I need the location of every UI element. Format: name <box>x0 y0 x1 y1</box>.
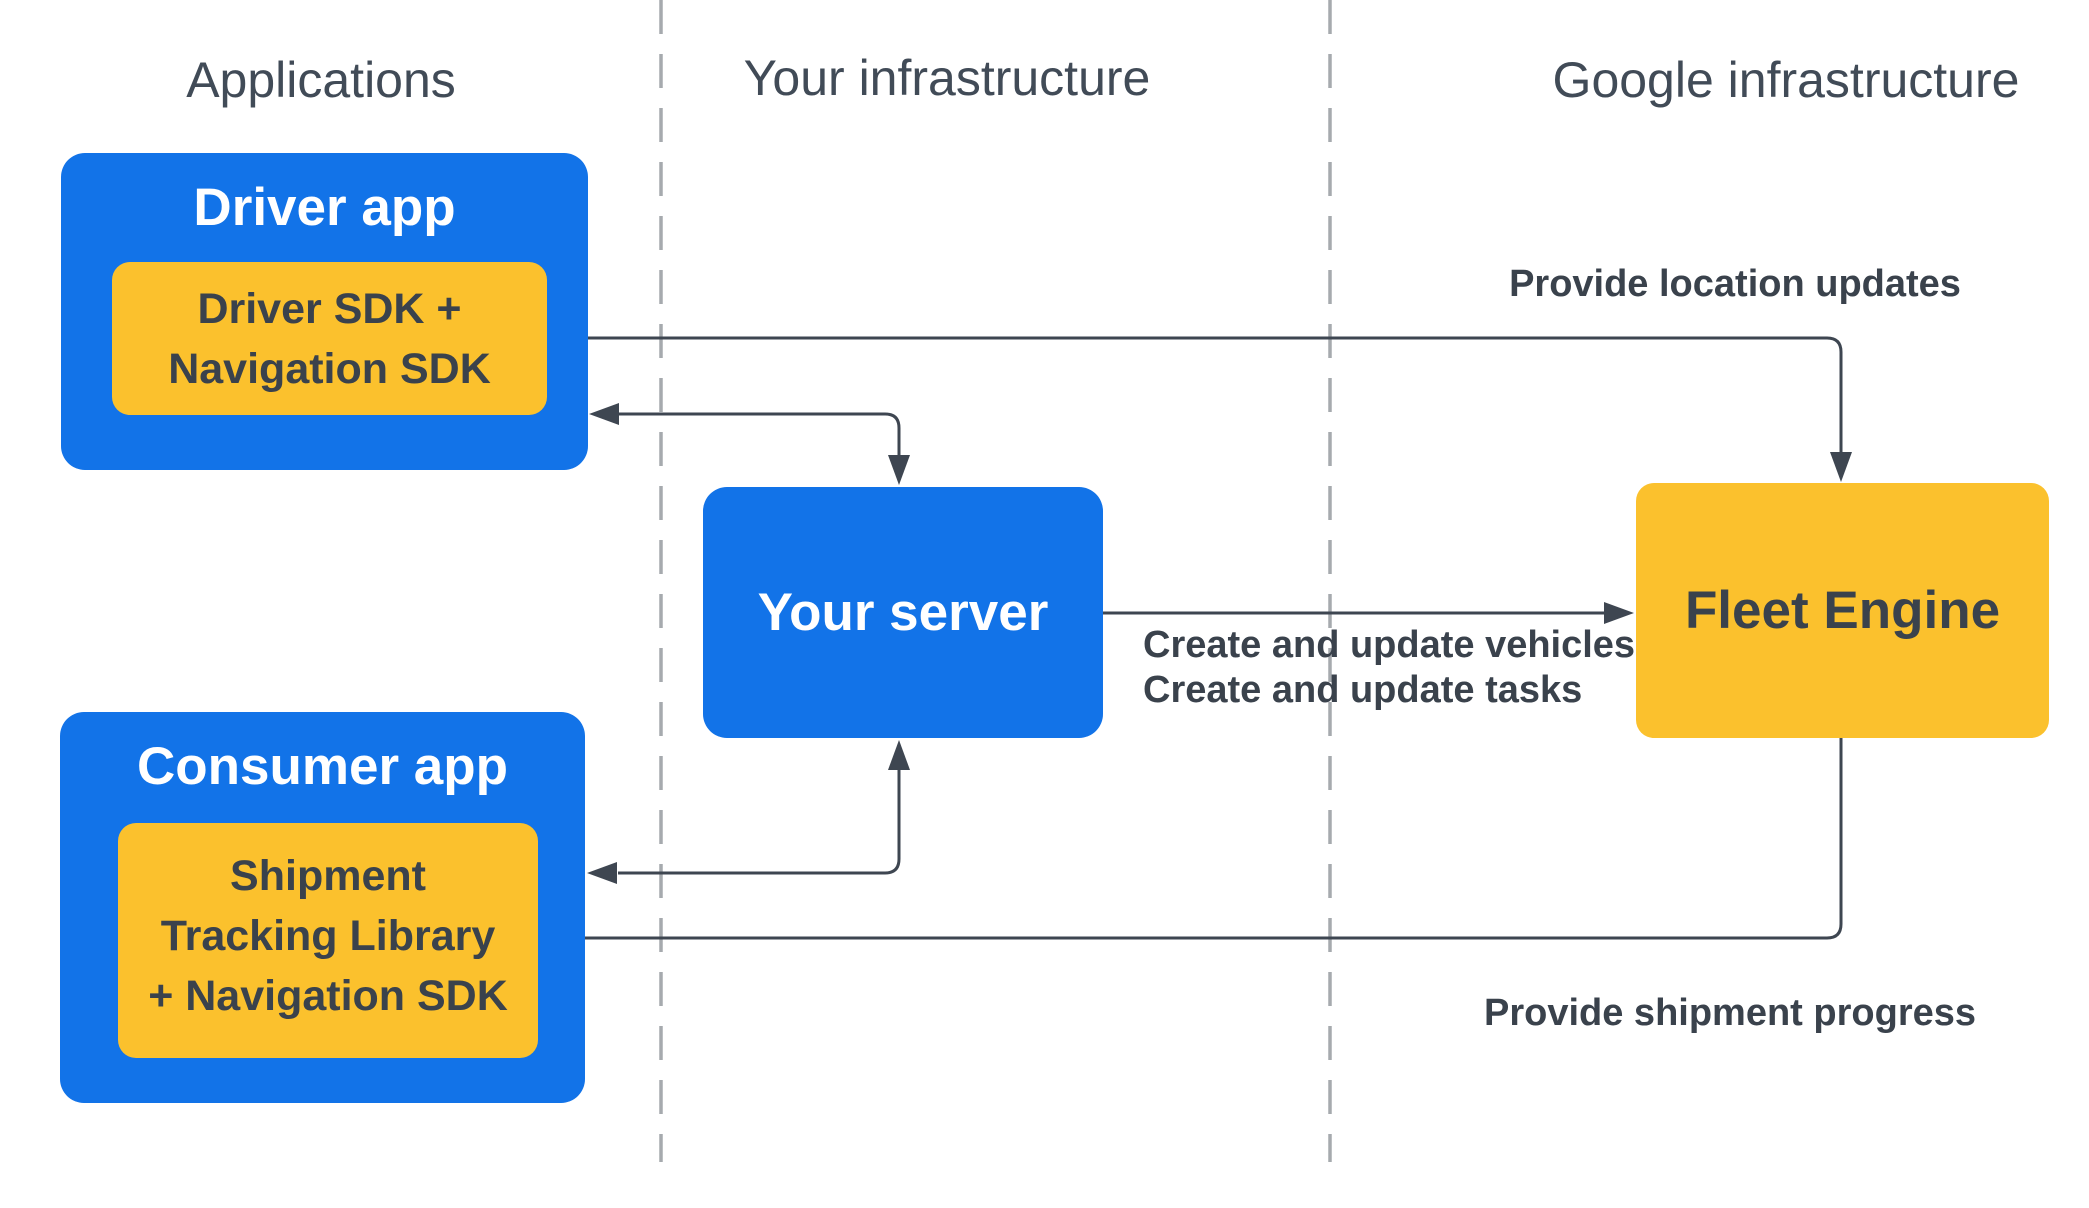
your-server-box: Your server <box>703 487 1103 738</box>
fleet-engine-box: Fleet Engine <box>1636 483 2049 738</box>
edge-arrowhead-into-your-server-top <box>888 455 910 485</box>
shipment-tracking-label-line1: Shipment <box>230 851 426 900</box>
edge-provide-location-updates-line <box>578 336 1843 454</box>
label-create-update-tasks: Create and update tasks <box>1143 669 1583 711</box>
driver-sdk-label-line1: Driver SDK + <box>197 284 462 333</box>
edge-create-update-arrowhead-into-fleet-engine <box>1604 602 1634 624</box>
label-create-update-vehicles: Create and update vehicles <box>1143 624 1636 666</box>
your-server-title: Your server <box>757 582 1049 642</box>
edge-driver-app-your-server-line <box>618 412 901 456</box>
edge-provide-shipment-progress-line <box>572 738 1843 940</box>
driver-app-box: Driver app Driver SDK + Navigation SDK <box>61 153 588 470</box>
edge-provide-location-updates-arrowhead-into-fleet-engine <box>1830 452 1852 482</box>
consumer-app-title: Consumer app <box>136 737 509 796</box>
shipment-tracking-label-line3: + Navigation SDK <box>148 971 508 1020</box>
driver-sdk-box: Driver SDK + Navigation SDK <box>112 262 547 415</box>
driver-app-title: Driver app <box>193 178 456 237</box>
column-header-your-infrastructure: Your infrastructure <box>743 50 1151 106</box>
driver-sdk-label-line2: Navigation SDK <box>168 344 491 393</box>
column-header-applications: Applications <box>186 52 456 108</box>
edge-arrowhead-into-consumer-app <box>587 862 617 884</box>
column-header-google-infrastructure: Google infrastructure <box>1552 52 2020 108</box>
label-provide-shipment-progress: Provide shipment progress <box>1483 992 1977 1034</box>
edge-consumer-app-your-server-line <box>618 767 901 875</box>
shipment-tracking-library-box: Shipment Tracking Library + Navigation S… <box>118 823 538 1058</box>
edge-arrowhead-into-driver-app <box>589 403 619 425</box>
shipment-tracking-label-line2: Tracking Library <box>160 911 496 960</box>
label-provide-location-updates: Provide location updates <box>1509 263 1961 305</box>
consumer-app-box: Consumer app Shipment Tracking Library +… <box>60 712 585 1103</box>
fleet-engine-title: Fleet Engine <box>1684 580 2001 640</box>
edge-arrowhead-into-your-server-bottom <box>888 740 910 770</box>
